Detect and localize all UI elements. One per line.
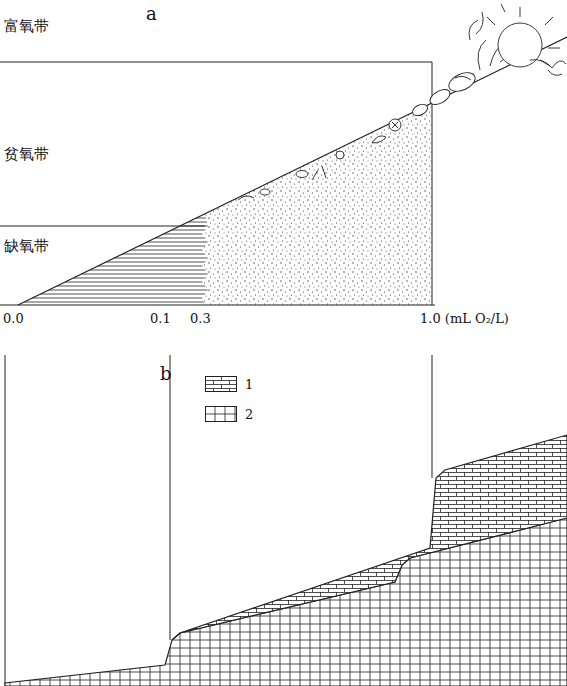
zone-boundary: [432, 355, 433, 478]
panel-letter: a: [146, 4, 157, 24]
axis-line: [0, 304, 435, 305]
zone-boundary: [0, 62, 432, 63]
legend-item: 1: [205, 376, 253, 392]
legend-swatch: [205, 406, 237, 422]
rock-unit-1: [172, 435, 567, 640]
zone-label: 贫氧带: [4, 146, 49, 163]
panel-letter: b: [160, 364, 172, 384]
axis-tick-label: 1.0 (mL O₂/L): [420, 312, 509, 326]
zone-boundary: [0, 226, 205, 227]
frame-line: [5, 355, 6, 686]
benthic-organisms: [238, 4, 566, 200]
dysoxic-sediment: [202, 103, 432, 305]
legend-label: 1: [245, 377, 253, 392]
axis-tick-label: 0.0: [3, 312, 24, 326]
zone-label: 富氧带: [4, 18, 49, 35]
seafloor-slope: [18, 37, 567, 305]
legend-swatch: [205, 376, 237, 392]
axis-tick-label: 0.1: [150, 312, 171, 326]
zone-label: 缺氧带: [4, 238, 49, 255]
legend-item: 2: [205, 406, 253, 422]
axis-tick-label: 0.3: [190, 312, 211, 326]
zone-boundary: [170, 355, 171, 640]
legend-label: 2: [245, 407, 253, 422]
